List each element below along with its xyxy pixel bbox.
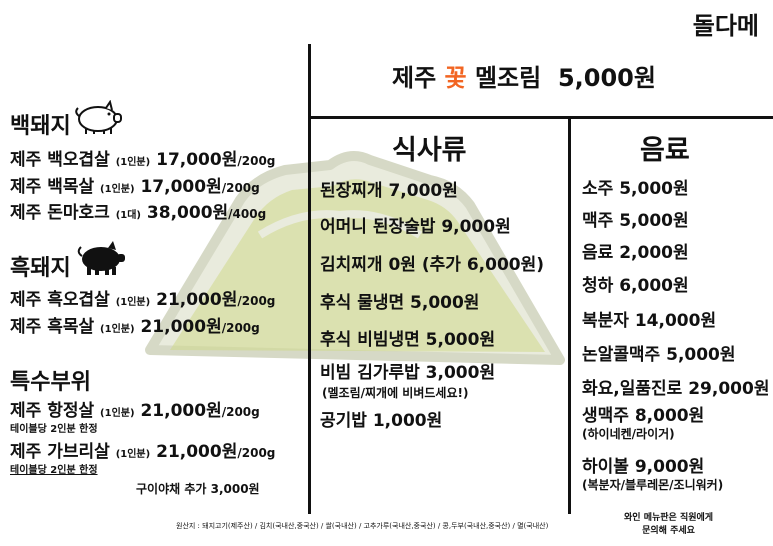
limit-note: 테이블당 2인분 한정 [10,465,98,476]
wine-note: 와인 메뉴판은 직원에게 문의해 주세요 [624,512,713,538]
meal-item: 어머니 된장술밥 9,000원 [320,217,511,237]
drinks-title: 음료 [640,135,690,166]
pig-outline-icon [75,100,122,134]
pig-solid-icon [77,241,125,275]
drink-item: 음료 2,000원 [582,243,689,263]
drink-item: 복분자 14,000원 [582,311,717,331]
meals-title: 식사류 [392,135,467,166]
menu-item: 제주 돈마호크 (1대) 38,000원/400g [10,203,267,223]
drink-item: 소주 5,000원 [582,179,689,199]
menu-item: 제주 흑목살 (1인분) 21,000원/200g [10,317,260,337]
left-divider [308,44,311,514]
signature-highlight: 꽃 [444,64,467,92]
drink-item: 화요,일품진로 29,000원 [582,379,770,399]
origin-info: 원산지 : 돼지고기(제주산) / 김치(국내산,중국산) / 쌀(국내산) /… [176,522,549,530]
menu-item: 제주 흑오겹살 (1인분) 21,000원/200g [10,290,276,310]
meal-item: 후식 물냉면 5,000원 [320,293,480,313]
brand-name: 돌다메 [692,12,759,40]
signature-dish: 제주 꽃 멜조림 5,000원 [392,58,656,93]
drink-item: 생맥주 8,000원 [582,406,705,426]
signature-price: 5,000원 [557,64,656,92]
meal-item: 비빔 김가루밥 3,000원 [320,363,496,383]
drink-item-note: (복분자/블루레몬/조니워커) [582,478,724,492]
white-pork-title: 백돼지 [10,114,71,139]
meal-item: 후식 비빔냉면 5,000원 [320,330,496,350]
wine-note-line: 문의해 주세요 [642,526,695,536]
meal-item: 김치찌개 0원 (추가 6,000원) [320,255,545,275]
black-pork-title: 흑돼지 [10,256,71,281]
drink-item: 하이볼 9,000원 [582,457,705,477]
menu-item: 제주 백목살 (1인분) 17,000원/200g [10,177,260,197]
drink-item-note: (하이네켄/라이거) [582,427,675,441]
drink-item: 맥주 5,000원 [582,211,689,231]
top-divider [308,116,773,119]
middle-divider [568,118,571,514]
signature-prefix: 제주 [392,64,445,92]
special-cuts-title: 특수부위 [10,370,91,395]
extra-vegetable-note: 구이야채 추가 3,000원 [136,482,260,496]
drink-item: 청하 6,000원 [582,276,689,296]
menu-item: 제주 가브리살 (1인분) 21,000원/200g [10,442,276,462]
drink-item: 논알콜맥주 5,000원 [582,345,736,365]
limit-note: 테이블당 2인분 한정 [10,424,98,435]
menu-item: 제주 항정살 (1인분) 21,000원/200g [10,401,260,421]
menu-item: 제주 백오겹살 (1인분) 17,000원/200g [10,150,276,170]
meal-item: 된장찌개 7,000원 [320,181,458,201]
meal-item-note: (멜조림/찌개에 비벼드세요!) [322,386,469,400]
meal-item: 공기밥 1,000원 [320,411,443,431]
signature-name: 멜조림 [466,64,542,92]
wine-note-line: 와인 메뉴판은 직원에게 [624,513,714,523]
